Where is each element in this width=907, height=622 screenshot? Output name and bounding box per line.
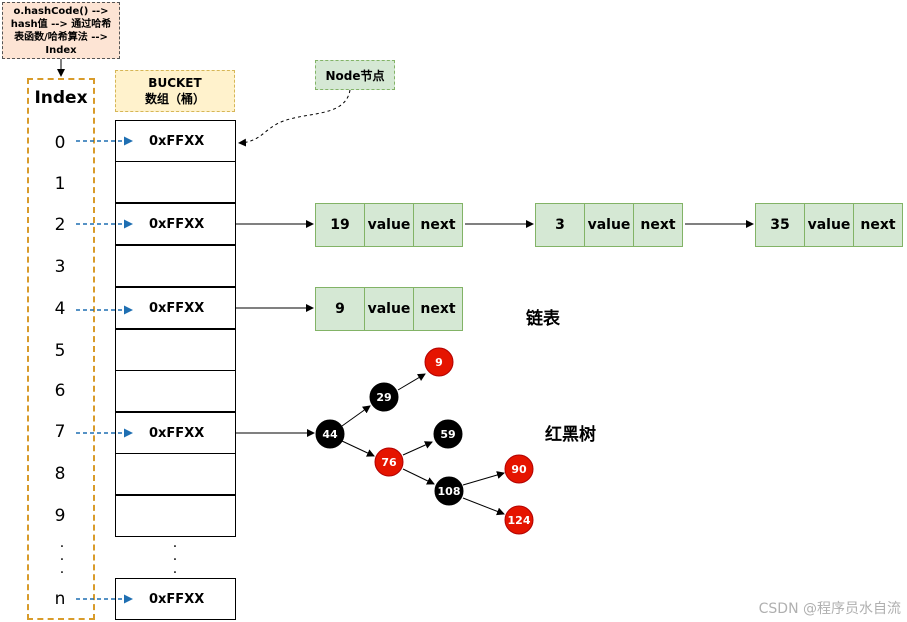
tree-node-label: 9	[435, 356, 443, 369]
index-ellipsis: ···	[59, 539, 65, 581]
rbtree-label: 红黑树	[545, 425, 596, 445]
node-value: value	[584, 203, 634, 247]
bucket-label: BUCKET 数组（桶）	[115, 70, 235, 112]
index-0: 0	[54, 133, 66, 153]
index-n: n	[54, 589, 66, 609]
tree-edge	[462, 471, 505, 486]
tree-node-label: 108	[438, 485, 461, 498]
index-title: Index	[34, 88, 88, 108]
bucket-cell-0: 0xFFXX	[115, 120, 236, 162]
bucket-ellipsis: ···	[172, 539, 178, 581]
index-column-frame	[27, 78, 95, 620]
index-8: 8	[54, 464, 66, 484]
tree-edge	[397, 373, 426, 391]
node-value: value	[364, 203, 414, 247]
node-key: 3	[535, 203, 585, 247]
bucket-label-line2: 数组（桶）	[144, 92, 205, 106]
watermark: CSDN @程序员水自流	[758, 601, 901, 617]
tree-node-label: 124	[508, 514, 531, 527]
tree-node-label: 76	[381, 456, 397, 469]
tree-edge	[341, 440, 375, 457]
bucket-cell-9	[115, 495, 236, 537]
node-value: value	[364, 287, 414, 331]
list-node: 9 value next	[315, 287, 463, 331]
bucket-label-line1: BUCKET	[148, 76, 202, 90]
bucket-cell-1	[115, 161, 236, 203]
index-5: 5	[54, 341, 66, 361]
index-9: 9	[54, 506, 66, 526]
index-4: 4	[54, 299, 66, 319]
list-node: 19 value next	[315, 203, 463, 247]
note-line: hash值 --> 通过哈希	[10, 18, 112, 30]
node-value: value	[804, 203, 854, 247]
bucket-cell-2: 0xFFXX	[115, 203, 236, 245]
tree-node: 44	[315, 419, 345, 449]
tree-node: 9	[424, 347, 454, 377]
index-2: 2	[54, 215, 66, 235]
tree-node: 29	[369, 382, 399, 412]
list-node: 3 value next	[535, 203, 683, 247]
tree-node-label: 90	[511, 463, 527, 476]
bucket-cell-4: 0xFFXX	[115, 287, 236, 329]
bucket-cell-5	[115, 329, 236, 371]
node-label: Node节点	[315, 60, 395, 90]
node-label-pointer	[238, 89, 351, 147]
node-next: next	[633, 203, 683, 247]
list-node: 35 value next	[755, 203, 903, 247]
tree-edge	[341, 405, 371, 427]
node-next: next	[853, 203, 903, 247]
linked-list-label: 链表	[526, 309, 560, 329]
note-line: o.hashCode() -->	[13, 5, 109, 17]
node-key: 9	[315, 287, 365, 331]
note-line: Index	[45, 44, 77, 56]
index-6: 6	[54, 381, 66, 401]
tree-node: 59	[433, 419, 463, 449]
tree-edge	[402, 468, 435, 485]
node-next: next	[413, 287, 463, 331]
node-key: 35	[755, 203, 805, 247]
node-next: next	[413, 203, 463, 247]
tree-edge	[402, 441, 433, 456]
tree-node: 76	[374, 447, 404, 477]
tree-node-label: 29	[376, 391, 391, 404]
tree-node-label: 59	[440, 428, 455, 441]
index-1: 1	[54, 174, 66, 194]
tree-node-label: 44	[322, 428, 338, 441]
hash-note: o.hashCode() --> hash值 --> 通过哈希 表函数/哈希算法…	[2, 2, 120, 59]
bucket-cell-n: 0xFFXX	[115, 578, 236, 620]
index-7: 7	[54, 422, 66, 442]
tree-node: 90	[504, 454, 534, 484]
tree-edge	[462, 497, 505, 516]
bucket-cell-6	[115, 370, 236, 412]
note-line: 表函数/哈希算法 -->	[14, 31, 108, 43]
bucket-cell-8	[115, 453, 236, 495]
tree-node: 108	[434, 476, 464, 506]
tree-node: 124	[504, 505, 534, 535]
index-3: 3	[54, 257, 66, 277]
bucket-cell-3	[115, 245, 236, 287]
